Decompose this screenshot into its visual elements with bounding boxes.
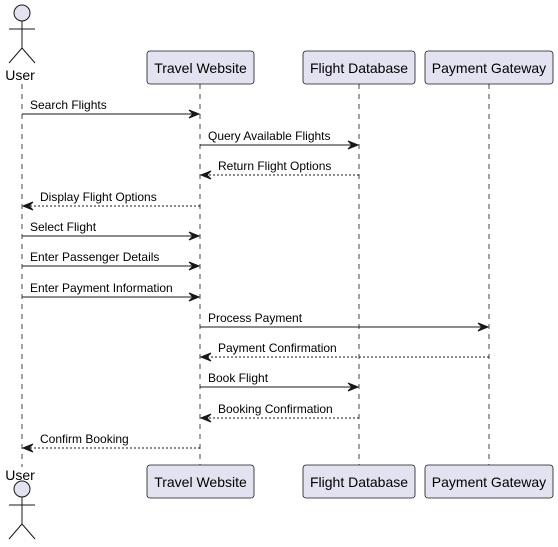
message-arrowhead: [21, 443, 34, 453]
message-10: Book Flight: [200, 371, 360, 392]
message-label: Process Payment: [208, 311, 303, 325]
message-label: Confirm Booking: [40, 432, 129, 446]
actor-label: User: [5, 467, 35, 483]
message-label: Display Flight Options: [40, 190, 157, 204]
actor-head: [13, 4, 31, 22]
message-arrowhead: [188, 292, 201, 302]
message-6: Enter Passenger Details: [22, 250, 201, 271]
message-arrowhead: [188, 261, 201, 271]
participant-db-top: Flight Database: [302, 50, 416, 85]
message-11: Booking Confirmation: [199, 402, 359, 423]
message-label: Search Flights: [30, 98, 107, 112]
message-arrowhead: [188, 109, 201, 119]
message-7: Enter Payment Information: [22, 281, 201, 302]
message-2: Query Available Flights: [200, 129, 360, 150]
message-label: Return Flight Options: [218, 159, 331, 173]
message-label: Select Flight: [30, 220, 97, 234]
actor-leg-left: [8, 47, 23, 64]
message-arrowhead: [477, 322, 490, 332]
message-9: Payment Confirmation: [199, 341, 489, 362]
participant-label: Payment Gateway: [432, 60, 546, 76]
message-4: Display Flight Options: [21, 190, 200, 211]
actor-leg-right: [21, 523, 36, 540]
participant-label: Flight Database: [310, 474, 408, 490]
message-arrowhead: [199, 352, 212, 362]
message-arrowhead: [188, 231, 201, 241]
participant-label: Travel Website: [154, 474, 247, 490]
participant-label: Flight Database: [310, 60, 408, 76]
message-arrowhead: [347, 382, 360, 392]
message-label: Enter Passenger Details: [30, 250, 159, 264]
actor-user-top: User: [5, 4, 36, 83]
participant-box: [146, 464, 255, 499]
participant-box: [302, 50, 416, 85]
message-label: Query Available Flights: [208, 129, 331, 143]
message-1: Search Flights: [22, 98, 201, 119]
participant-label: Travel Website: [154, 60, 247, 76]
message-arrowhead: [199, 413, 212, 423]
actor-leg-right: [21, 47, 36, 64]
message-label: Enter Payment Information: [30, 281, 173, 295]
actor-head: [13, 480, 31, 498]
participant-box: [424, 464, 554, 499]
participant-label: Payment Gateway: [432, 474, 546, 490]
message-3: Return Flight Options: [199, 159, 359, 180]
participant-box: [424, 50, 554, 85]
message-arrowhead: [199, 170, 212, 180]
message-label: Book Flight: [208, 371, 269, 385]
message-8: Process Payment: [200, 311, 490, 332]
message-5: Select Flight: [22, 220, 201, 241]
participant-pay-top: Payment Gateway: [424, 50, 554, 85]
message-12: Confirm Booking: [21, 432, 200, 453]
message-label: Payment Confirmation: [218, 341, 337, 355]
actor-leg-left: [8, 523, 23, 540]
participant-box: [302, 464, 416, 499]
participant-web-bottom: Travel Website: [146, 464, 255, 499]
participant-pay-bottom: Payment Gateway: [424, 464, 554, 499]
message-arrowhead: [21, 201, 34, 211]
message-arrowhead: [347, 140, 360, 150]
participant-db-bottom: Flight Database: [302, 464, 416, 499]
participant-web-top: Travel Website: [146, 50, 255, 85]
participant-box: [146, 50, 255, 85]
message-label: Booking Confirmation: [218, 402, 333, 416]
actor-label: User: [5, 67, 35, 83]
actor-user-bottom: User: [5, 467, 36, 540]
